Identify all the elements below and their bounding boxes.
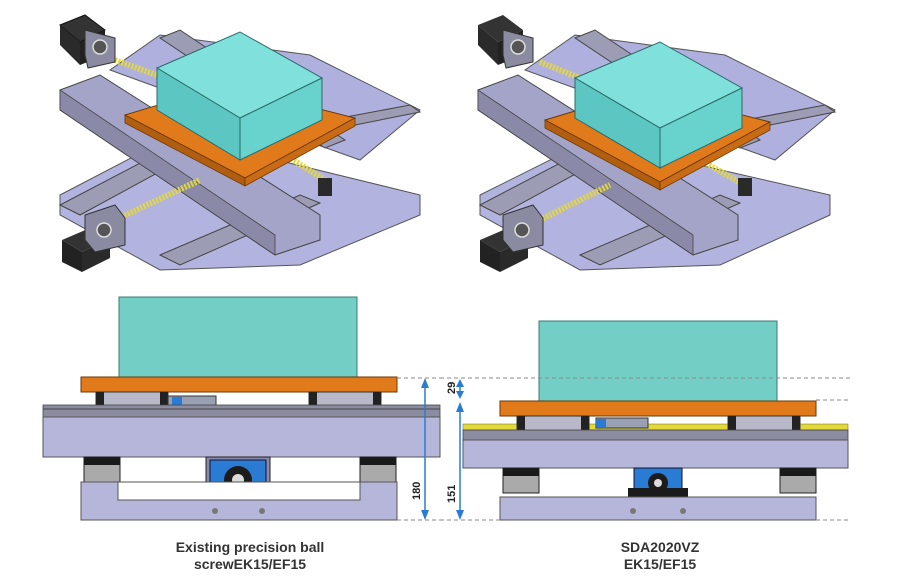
- ball-screw-lower: [538, 182, 612, 223]
- dimension-label-151: 151: [446, 485, 458, 503]
- upper-base: [462, 439, 849, 469]
- motor-bottom: [62, 204, 126, 272]
- ball-screw-upper: [113, 57, 172, 83]
- caption-existing: Existing precision ball screwEK15/EF15: [130, 539, 370, 573]
- caption-sda2020vz-line1: SDA2020VZ: [620, 539, 700, 555]
- cross-rail-side: [59, 89, 276, 256]
- caption-existing-line1: Existing precision ball: [175, 539, 325, 555]
- rail: [42, 404, 441, 418]
- isometric-view-existing: [58, 14, 422, 272]
- elevation-view-existing: 180: [42, 296, 441, 521]
- support-block: [738, 178, 752, 196]
- elevation-view-sda2020vz: 29 151: [440, 320, 850, 521]
- carriage-plate: [499, 400, 817, 417]
- payload-block-side: [659, 87, 743, 169]
- ball-screw-upper: [538, 59, 592, 85]
- ball-screw-lower: [113, 177, 202, 223]
- cross-rail-side: [477, 89, 694, 256]
- isometric-view-sda2020vz: [477, 15, 837, 272]
- lower-base: [499, 496, 817, 521]
- payload-block-side: [239, 77, 323, 161]
- payload-block: [118, 296, 358, 378]
- carriage-plate-edge-right: [244, 117, 356, 187]
- caption-sda2020vz-line2: EK15/EF15: [623, 556, 697, 572]
- rail: [462, 429, 849, 441]
- carriage-plate-edge-right: [659, 121, 771, 191]
- motor-top: [59, 14, 116, 69]
- motor-top: [478, 15, 534, 69]
- caption-existing-line2: screwEK15/EF15: [193, 556, 307, 572]
- carriage-plate: [80, 376, 398, 393]
- support-block: [318, 178, 332, 196]
- motor-bottom: [480, 204, 544, 272]
- upper-base: [42, 416, 441, 458]
- payload-block: [538, 320, 778, 402]
- dimension-label-29: 29: [446, 382, 458, 394]
- caption-sda2020vz: SDA2020VZ EK15/EF15: [560, 539, 760, 573]
- dimension-label-180: 180: [411, 482, 423, 500]
